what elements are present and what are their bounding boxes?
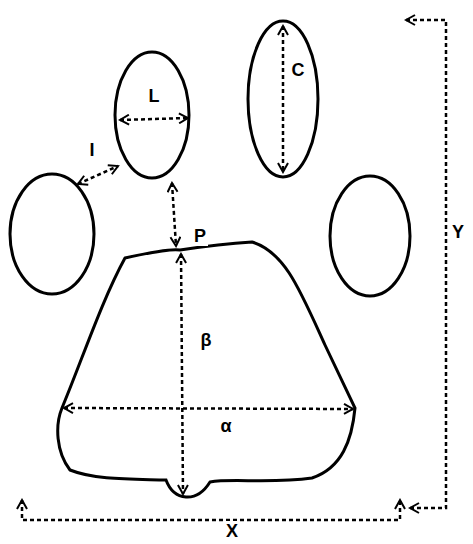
dimension-arrow (120, 118, 188, 120)
toe-pad (248, 21, 318, 177)
dimension-arrow (64, 408, 353, 409)
dimension-label: X (224, 521, 240, 541)
dimension-arrow (282, 26, 285, 172)
toe-pad (10, 174, 94, 294)
dimension-label: P (192, 226, 208, 246)
dimension-label: C (290, 60, 307, 80)
dimension-bracket (406, 20, 446, 508)
toe-pad (330, 176, 410, 296)
dimension-label: β (199, 330, 214, 350)
dimension-arrow (78, 166, 118, 184)
dimension-label: α (218, 416, 233, 436)
dimension-label: Y (450, 222, 466, 242)
dimension-arrow (172, 183, 176, 246)
main-pad (58, 242, 355, 497)
dimension-label: I (87, 140, 96, 160)
toe-pad (115, 52, 189, 178)
dimension-label: L (147, 86, 162, 106)
dimension-arrow (181, 254, 183, 494)
dimension-bracket (22, 500, 400, 520)
